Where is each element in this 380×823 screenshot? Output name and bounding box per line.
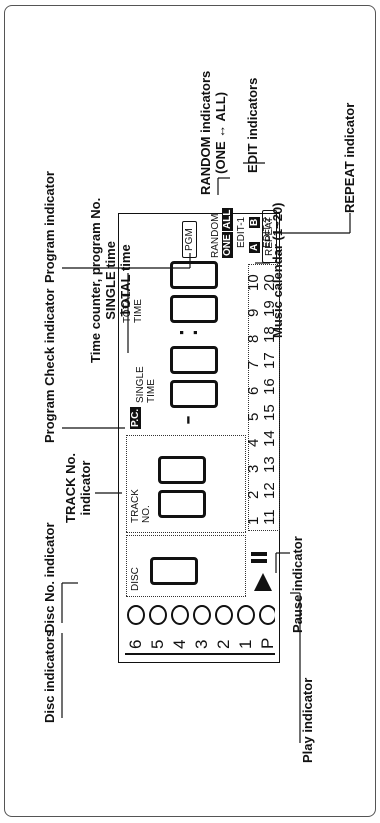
- calendar-row1-track-1: 1: [245, 516, 262, 525]
- track-no-digits: [158, 450, 211, 518]
- time-digits-left: [170, 340, 223, 408]
- label-program-indicator: Program indicator: [42, 171, 57, 283]
- pause-icon: [251, 559, 267, 563]
- repeat-indicator: REPEAT: [262, 209, 277, 263]
- disc-circle-icon: [171, 605, 189, 625]
- disc-number-p: P: [258, 637, 277, 649]
- random-all-indicator: ALL: [222, 207, 233, 231]
- total-time-label: TOTAL TIME: [122, 292, 144, 323]
- calendar-row2-track-11: 11: [261, 509, 278, 525]
- total-time-line1: TOTAL: [122, 291, 133, 323]
- single-time-line2: TIME: [146, 379, 157, 403]
- random-one-indicator: ONE: [222, 232, 233, 258]
- disc-circles: [125, 601, 277, 627]
- disc-circle-icon: [149, 605, 167, 625]
- label-random-line1: RANDOM indicators: [198, 70, 213, 195]
- disc-circle-icon: [259, 605, 277, 625]
- calendar-row1-track-2: 2: [245, 490, 262, 499]
- calendar-row2-track-19: 19: [261, 300, 278, 317]
- disc-circle-icon: [215, 605, 233, 625]
- track-label-line1: TRACK: [130, 489, 141, 523]
- time-digits-right: [170, 255, 223, 323]
- label-disc-no-indicator: Disc No. indicator: [42, 522, 57, 633]
- calendar-row2-track-16: 16: [261, 378, 278, 395]
- calendar-row1-track-5: 5: [245, 412, 262, 421]
- label-random-line2: (ONE ↔ ALL): [213, 91, 228, 174]
- pause-play-area: [248, 537, 278, 597]
- calendar-row1-track-9: 9: [245, 308, 262, 317]
- label-edit-indicators: EDIT indicators: [245, 77, 260, 173]
- pgm-indicator: PGM: [182, 221, 197, 258]
- calendar-row2-track-15: 15: [261, 404, 278, 421]
- label-disc-indicators: Disc indicators: [42, 629, 57, 723]
- time-dash: -: [170, 415, 203, 425]
- edit-b-indicator: B: [249, 216, 260, 228]
- seven-segment-digit: [170, 295, 218, 323]
- calendar-row1-track-3: 3: [245, 464, 262, 473]
- disc-circle-icons: [127, 605, 277, 625]
- label-time-counter-line1: Time counter, program No.: [88, 197, 103, 363]
- calendar-row1-track-7: 7: [245, 360, 262, 369]
- seven-segment-digit: [158, 490, 206, 518]
- calendar-row1-track-4: 4: [245, 438, 262, 447]
- total-time-line2: TIME: [133, 299, 144, 323]
- seven-segment-digit: [150, 557, 198, 585]
- calendar-row1-track-6: 6: [245, 386, 262, 395]
- disc-no-digit: [150, 551, 203, 585]
- label-program-check-indicator: Program Check indicator: [42, 288, 57, 443]
- disc-number-3: 3: [192, 639, 211, 649]
- edit1-label: EDIT-1: [236, 216, 247, 248]
- label-track-no-indicator: TRACK No. indicator: [63, 453, 93, 523]
- track-label: TRACK NO.: [130, 489, 152, 523]
- pause-play-icons: [251, 552, 272, 591]
- random-label: RANDOM: [210, 213, 221, 258]
- label-track-no-line2: indicator: [78, 460, 93, 516]
- disc-circle-icon: [193, 605, 211, 625]
- disc-number-2: 2: [214, 639, 233, 649]
- disc-indicators-column: 6 5 4 3 2 1 P: [125, 629, 277, 655]
- calendar-row1-track-8: 8: [245, 334, 262, 343]
- label-repeat-indicator: REPEAT indicator: [342, 102, 357, 213]
- label-pause-indicator: Pause indicator: [290, 536, 305, 633]
- calendar-row2-track-20: 20: [261, 274, 278, 291]
- single-time-line1: SINGLE: [135, 366, 146, 403]
- disc-number-6: 6: [126, 639, 145, 649]
- edit-a-indicator: A: [249, 241, 260, 253]
- calendar-row2-track-13: 13: [261, 456, 278, 473]
- seven-segment-digit: [158, 456, 206, 484]
- disc-label: DISC: [130, 567, 141, 591]
- disc-number-5: 5: [148, 639, 167, 649]
- calendar-row2-track-17: 17: [261, 352, 278, 369]
- label-track-no-line1: TRACK No.: [63, 452, 78, 523]
- program-check-badge: P.C.: [130, 406, 141, 429]
- disc-circle-icon: [127, 605, 145, 625]
- time-colon: :: [168, 328, 204, 337]
- disc-number-4: 4: [170, 639, 189, 649]
- calendar-row2-track-18: 18: [261, 326, 278, 343]
- seven-segment-digit: [170, 346, 218, 374]
- disc-number-1: 1: [236, 639, 255, 649]
- single-time-label: SINGLE TIME: [135, 366, 157, 403]
- disc-circle-icon: [237, 605, 255, 625]
- seven-segment-digit: [170, 380, 218, 408]
- seven-segment-digit: [170, 261, 218, 289]
- play-icon: [254, 573, 272, 591]
- label-play-indicator: Play indicator: [300, 677, 315, 763]
- track-label-line2: NO.: [141, 505, 152, 523]
- label-random-indicators: RANDOM indicators (ONE ↔ ALL): [198, 71, 228, 195]
- calendar-row2-track-12: 12: [261, 482, 278, 499]
- calendar-row1-track-10: 10: [245, 274, 262, 291]
- label-time-counter-line2: SINGLE time: [103, 241, 118, 320]
- calendar-row2-track-14: 14: [261, 430, 278, 447]
- page-frame: [4, 5, 376, 817]
